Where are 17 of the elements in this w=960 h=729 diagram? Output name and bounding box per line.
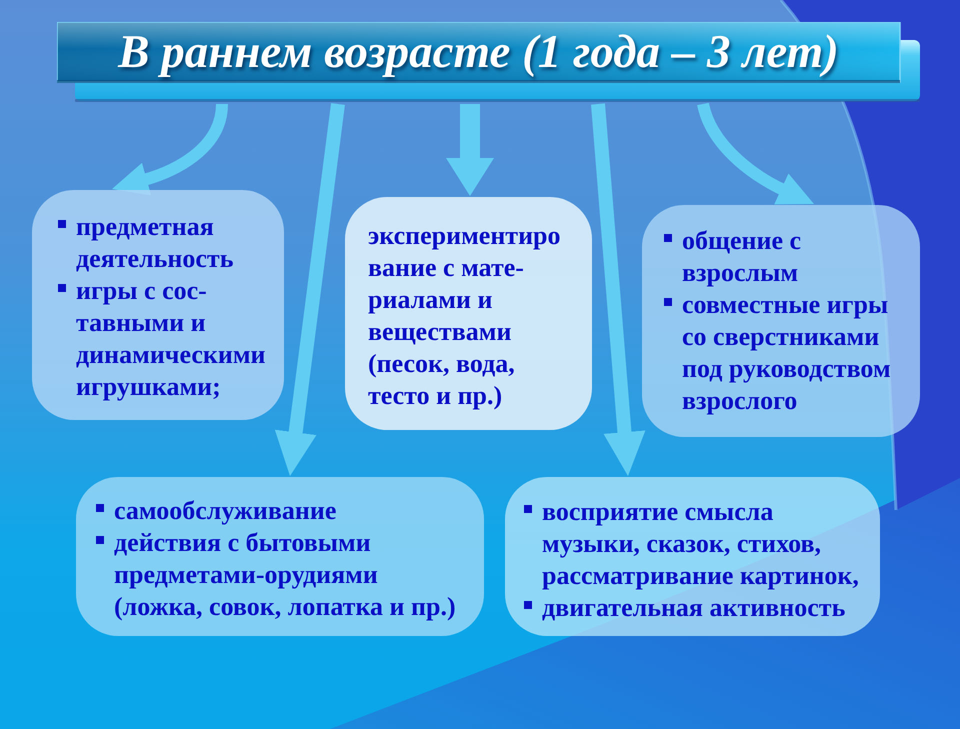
rounded-text-box bbox=[642, 205, 920, 437]
list-item-text: совместные игры со сверстниками под руководством взрослого bbox=[682, 289, 892, 417]
rounded-text-box bbox=[345, 197, 592, 430]
list-item-text: игры с сос- тавными и динамическими игрушками; bbox=[76, 275, 267, 403]
arrow bbox=[446, 104, 494, 196]
title-text: В раннем возрасте (1 года – 3 лет) bbox=[118, 26, 839, 78]
title-banner bbox=[57, 22, 920, 103]
rounded-text-box bbox=[505, 477, 880, 636]
arrow bbox=[591, 103, 646, 476]
rounded-text-box bbox=[76, 477, 484, 636]
list-item-text: двигательная активность bbox=[542, 592, 846, 624]
arrow bbox=[274, 103, 345, 476]
rounded-text-box bbox=[32, 190, 284, 420]
box-text: экспериментиро вание с мате- риалами и веществами (песок, вода, тесто и пр.) bbox=[368, 220, 562, 412]
arrow bbox=[697, 102, 814, 205]
list-item-text: самообслуживание bbox=[114, 495, 336, 527]
list-item-text: действия с бытовыми предметами-орудиями (ложка, совок, лопатка и пр.) bbox=[114, 527, 457, 623]
